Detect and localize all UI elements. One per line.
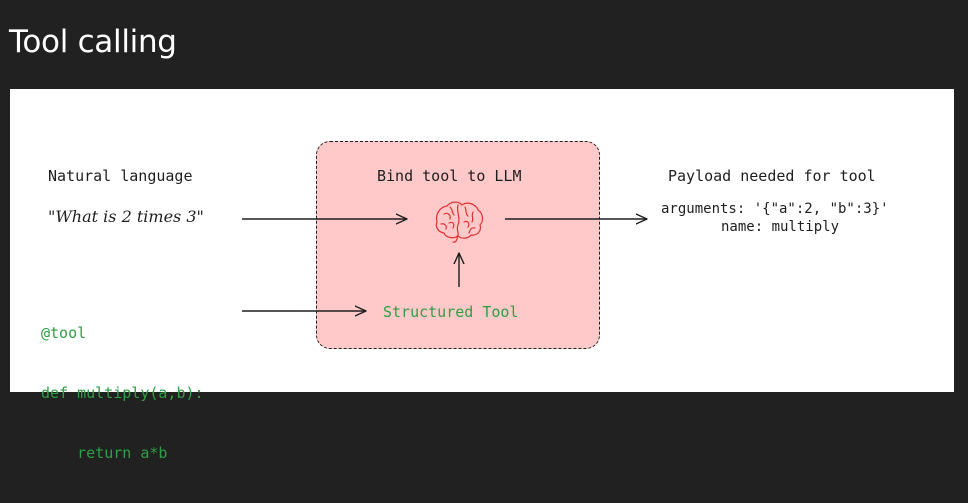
code-line: def multiply(a,b): xyxy=(41,384,204,402)
query-text: "What is 2 times 3" xyxy=(48,207,204,226)
code-line: return a*b xyxy=(41,444,168,462)
page-title: Tool calling xyxy=(9,24,177,60)
code-line: @tool xyxy=(41,324,87,342)
payload-label: Payload needed for tool xyxy=(668,167,876,185)
diagram-arrows xyxy=(242,201,954,392)
bind-tool-label: Bind tool to LLM xyxy=(377,167,522,185)
structured-tool-label: Structured Tool xyxy=(383,303,519,321)
brain-icon xyxy=(435,201,484,243)
payload-name: name: multiply xyxy=(721,219,840,235)
natural-language-label: Natural language xyxy=(48,167,193,185)
diagram-panel: Natural language "What is 2 times 3" Bin… xyxy=(10,89,954,462)
payload-arguments: arguments: '{"a":2, "b":3}' xyxy=(661,201,889,217)
